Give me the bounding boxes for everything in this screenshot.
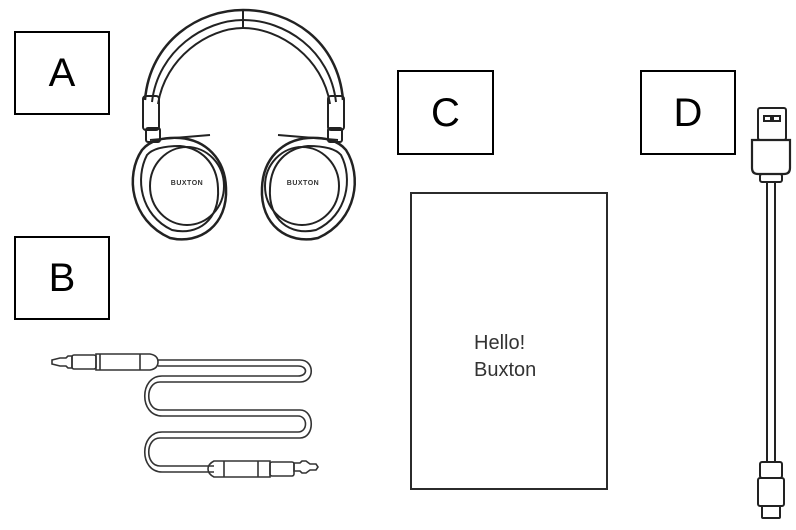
headphones-brand-left: BUXTON [170,180,204,187]
usb-cable-illustration [750,107,792,519]
label-b: B [48,256,76,300]
label-box-c: C [397,70,494,155]
label-c: C [431,90,460,135]
audio-cable-illustration [51,353,319,478]
label-box-b: B [14,236,110,320]
manual-line-2: Buxton [474,359,537,381]
manual-text: Hello! Buxton [474,330,536,384]
manual-line-1: Hello! [474,332,526,354]
label-box-a: A [14,31,110,115]
label-box-d: D [640,70,736,155]
label-d: D [673,90,703,135]
headphones-brand-right: BUXTON [286,180,320,187]
headphones-illustration [131,8,356,241]
label-a: A [48,51,76,95]
user-manual-booklet: Hello! Buxton [410,192,608,490]
